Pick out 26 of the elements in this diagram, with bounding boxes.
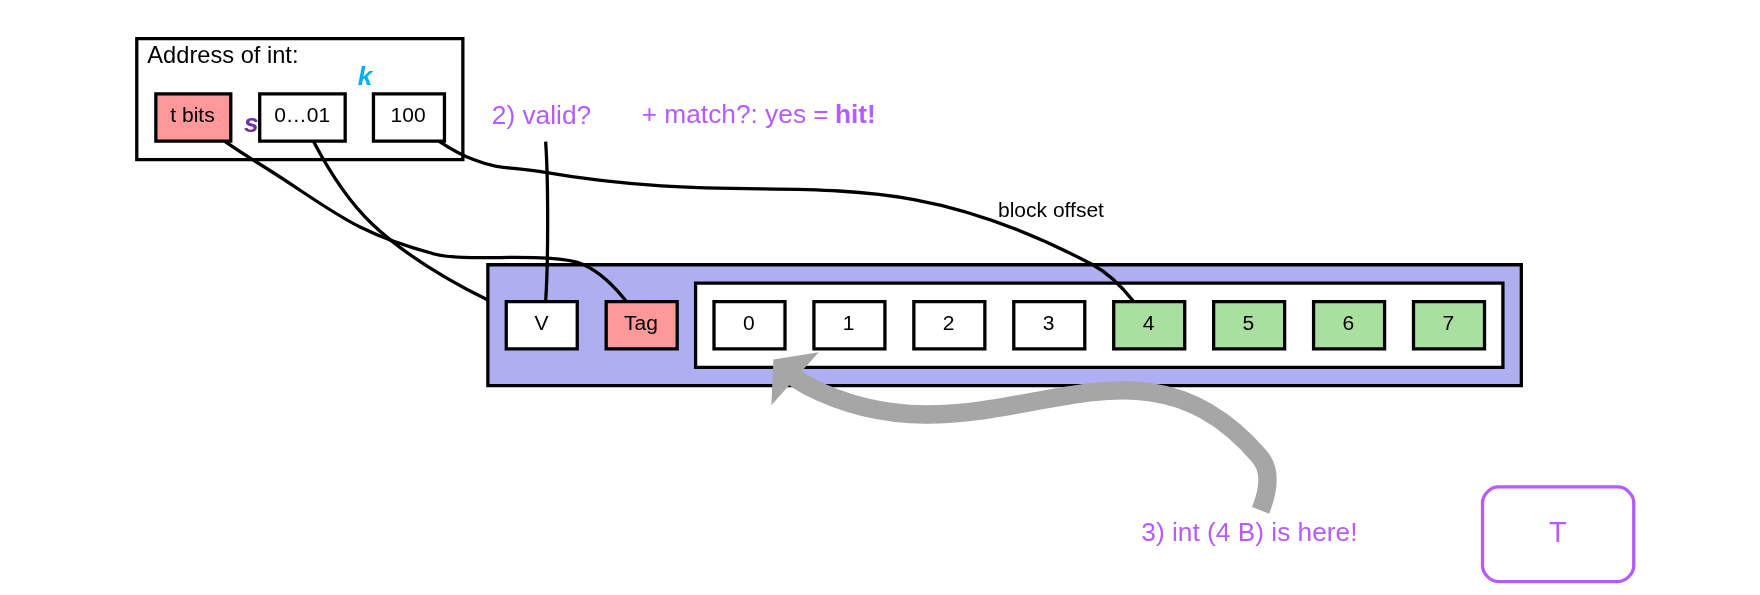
edge-label: block offset (998, 198, 1104, 222)
node-label: s (243, 107, 259, 138)
node-box: 5 (1212, 299, 1287, 351)
node-text: 2) valid? (491, 100, 592, 131)
cluster (693, 281, 1505, 369)
node-box: 100 (371, 92, 447, 143)
cluster (486, 263, 1523, 388)
label: + match?: yes = hit! (641, 98, 876, 129)
node-box: 6 (1311, 299, 1387, 351)
node-box: Tag (604, 299, 679, 351)
node-box: V (504, 299, 579, 351)
connector (544, 141, 550, 302)
node-text: 3) int (4 B) is here! (1141, 516, 1358, 547)
node-label: k (357, 60, 373, 91)
node-box: 0 (712, 299, 787, 351)
node-box: 1 (812, 299, 887, 351)
connector (223, 140, 628, 303)
node-box: 3 (1012, 299, 1087, 351)
connector (312, 140, 489, 302)
node-box: 4 (1112, 299, 1187, 351)
node-box: T (1480, 485, 1636, 584)
node-box: t bits (154, 92, 233, 143)
node-box: 2 (912, 299, 987, 351)
node-box: 0…01 (258, 92, 347, 143)
node-box: 7 (1411, 299, 1487, 351)
connector (438, 139, 1135, 303)
